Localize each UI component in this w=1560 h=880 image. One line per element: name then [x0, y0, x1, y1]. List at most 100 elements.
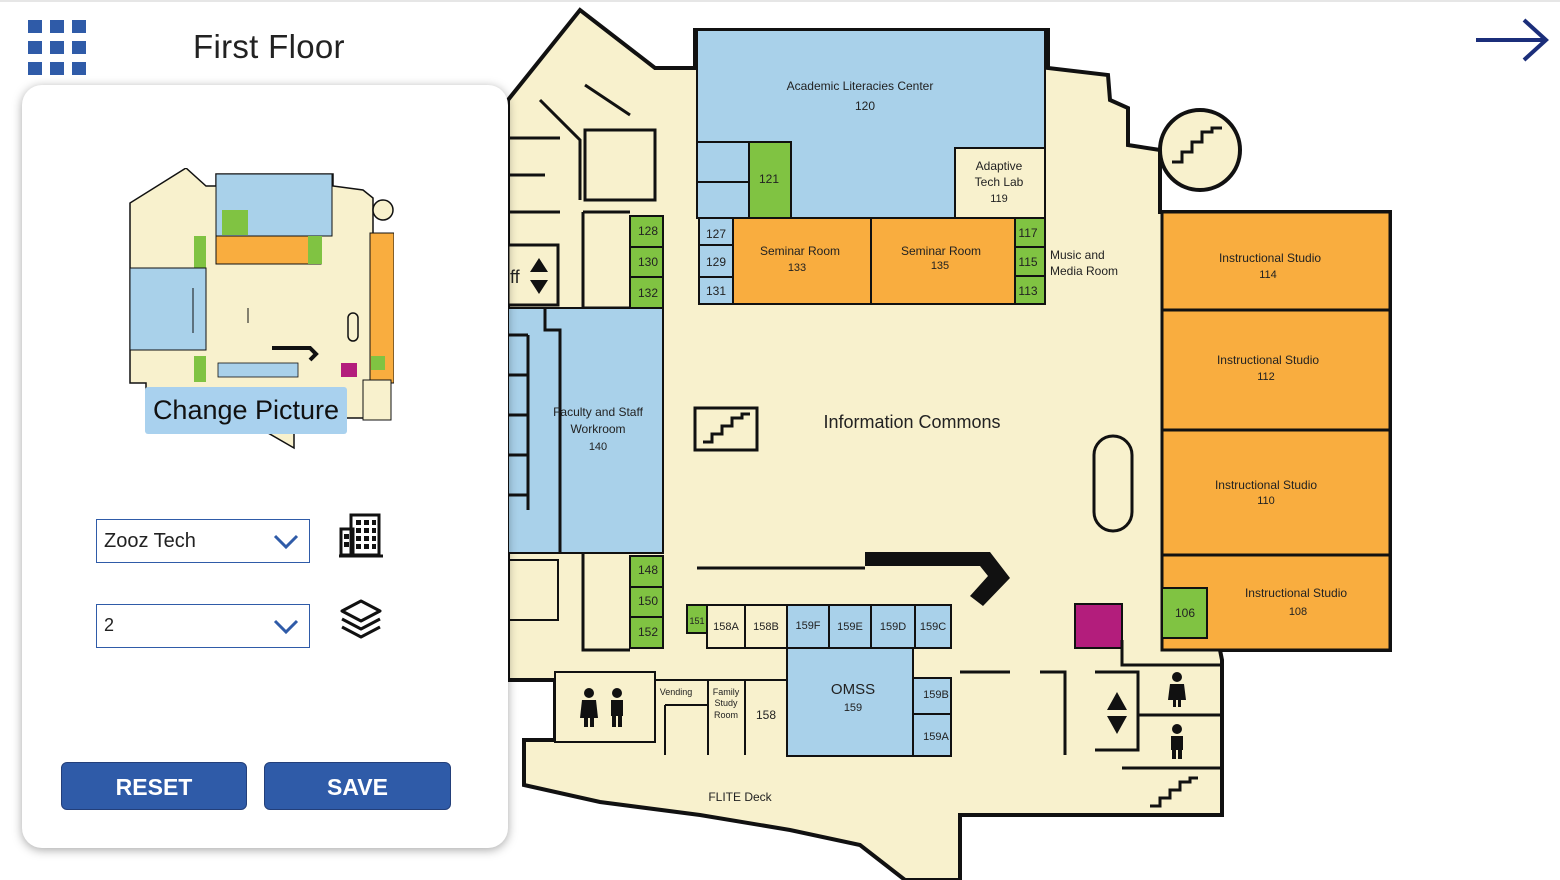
room-110	[1160, 428, 1392, 557]
room-128-132	[629, 215, 664, 309]
room-small-block	[696, 141, 750, 219]
room-159F-label: 159F	[795, 620, 820, 632]
flite-deck-label: FLITE Deck	[708, 790, 772, 804]
page-title: First Floor	[193, 28, 345, 65]
room-158B-label: 158B	[753, 621, 779, 633]
restroom-icon	[1168, 672, 1186, 759]
room-135-label: Seminar Room	[901, 244, 981, 258]
stairs-icon	[693, 406, 759, 452]
room-135	[870, 217, 1016, 305]
family-room-label-2: Study	[714, 698, 738, 708]
room-117-113	[1014, 217, 1046, 305]
room-110-number: 110	[1257, 495, 1275, 507]
elevator-icon	[1107, 692, 1127, 734]
room-120-label: Academic Literacies Center	[787, 79, 934, 93]
room-108-number: 108	[1289, 606, 1307, 618]
floor-dropdown-value: 2	[104, 615, 115, 635]
room-158-label: 158	[756, 708, 776, 722]
room-158A	[706, 604, 746, 649]
room-159F	[786, 604, 830, 649]
room-148-label: 148	[638, 563, 658, 577]
room-152-label: 152	[638, 625, 658, 639]
staff-room-fragment	[506, 243, 560, 307]
room-159A	[912, 713, 952, 757]
room-159D-label: 159D	[880, 621, 906, 633]
room-159A-label: 159A	[923, 731, 949, 743]
room-133-number: 133	[788, 262, 806, 274]
room-115-label: 115	[1018, 255, 1037, 269]
room-119-number: 119	[990, 193, 1008, 205]
staff-room-label: ff	[510, 267, 521, 287]
vending-label: Vending	[660, 687, 693, 697]
room-112-number: 112	[1257, 371, 1275, 383]
room-130-label: 130	[638, 255, 658, 269]
room-114-number: 114	[1259, 269, 1277, 281]
room-159C-label: 159C	[920, 621, 946, 633]
room-120-number: 120	[855, 99, 875, 113]
building-dropdown-value: Zooz Tech	[104, 530, 196, 552]
floor-dropdown[interactable]: 2	[96, 604, 310, 648]
restroom-icon	[580, 688, 623, 727]
room-119-label-1: Adaptive	[976, 159, 1023, 173]
top-border	[0, 0, 1560, 2]
stairs-icon	[1172, 126, 1222, 164]
room-140-label-2: Workroom	[570, 422, 625, 436]
family-room-label-3: Room	[714, 710, 738, 720]
omss-number: 159	[844, 702, 862, 714]
chevron-down-icon	[273, 619, 299, 635]
room-114	[1160, 210, 1392, 312]
room-119-label-2: Tech Lab	[975, 175, 1024, 189]
room-117-label: 117	[1018, 226, 1037, 240]
building-dropdown[interactable]: Zooz Tech	[96, 519, 310, 563]
room-158A-label: 158A	[713, 621, 739, 633]
floor-thumbnail	[129, 168, 394, 450]
room-127-label: 127	[706, 227, 726, 241]
room-112-label: Instructional Studio	[1217, 353, 1319, 367]
layers-icon	[340, 599, 382, 639]
room-140	[507, 307, 664, 554]
change-picture-button[interactable]: Change Picture	[145, 387, 347, 434]
chevron-down-icon	[273, 534, 299, 550]
room-132-label: 132	[638, 286, 658, 300]
reset-button[interactable]: RESET	[61, 762, 247, 810]
building-icon	[339, 513, 383, 558]
family-room-label-1: Family	[713, 687, 740, 697]
room-110-label: Instructional Studio	[1215, 478, 1317, 492]
direction-arrow	[865, 552, 1010, 606]
room-108-label: Instructional Studio	[1245, 586, 1347, 600]
magenta-room	[1074, 603, 1123, 649]
room-159C	[914, 604, 952, 649]
room-150-label: 150	[638, 594, 658, 608]
room-128-label: 128	[638, 224, 658, 238]
save-button[interactable]: SAVE	[264, 762, 451, 810]
room-159E-label: 159E	[837, 621, 863, 633]
room-131-label: 131	[706, 284, 726, 298]
room-119	[954, 147, 1046, 219]
arrow-right-icon[interactable]	[1472, 16, 1552, 66]
round-table	[1092, 434, 1134, 533]
room-129-label: 129	[706, 255, 726, 269]
room-133	[732, 217, 872, 305]
room-140-number: 140	[589, 441, 607, 453]
room-106	[1161, 587, 1208, 639]
room-151-label: 151	[689, 616, 704, 626]
room-140-label-1: Faculty and Staff	[553, 405, 643, 419]
room-159B-label: 159B	[923, 689, 949, 701]
room-112	[1160, 308, 1392, 432]
room-106-label: 106	[1175, 606, 1195, 620]
restroom-block	[554, 671, 656, 743]
room-114-label: Instructional Studio	[1219, 251, 1321, 265]
information-commons-label: Information Commons	[823, 412, 1000, 432]
omss-label: OMSS	[831, 681, 875, 698]
stairs-icon	[1150, 776, 1198, 808]
waffle-menu-icon[interactable]	[28, 20, 88, 78]
elevator-icon	[530, 258, 548, 294]
music-room-label-1: Music and	[1050, 248, 1105, 262]
room-113-label: 113	[1018, 284, 1037, 298]
room-121-label: 121	[759, 172, 779, 186]
room-133-label: Seminar Room	[760, 244, 840, 258]
stair-tower	[1158, 108, 1242, 192]
music-room-label-2: Media Room	[1050, 264, 1118, 278]
room-135-number: 135	[931, 260, 949, 272]
